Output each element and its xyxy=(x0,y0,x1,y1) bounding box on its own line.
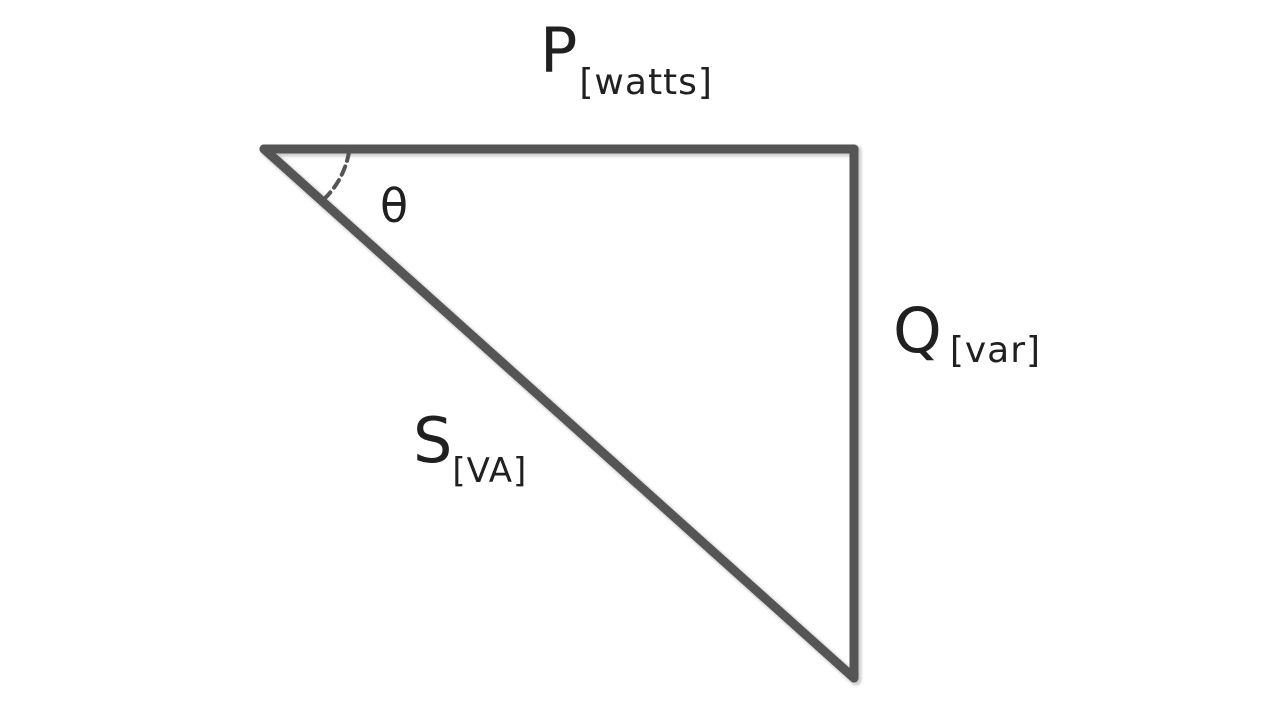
q-symbol: Q xyxy=(893,294,942,367)
s-symbol: S xyxy=(413,404,453,477)
s-label: S[VA] xyxy=(413,410,527,489)
p-label: P[watts] xyxy=(540,20,713,101)
q-label: Q[var] xyxy=(893,300,1041,369)
p-unit: [watts] xyxy=(579,62,713,103)
angle-theta-label: θ xyxy=(380,179,409,233)
angle-arc xyxy=(320,150,351,203)
p-symbol: P xyxy=(540,14,578,87)
s-unit: [VA] xyxy=(452,451,528,491)
s-side-line xyxy=(259,144,859,683)
q-unit: [var] xyxy=(949,330,1042,371)
